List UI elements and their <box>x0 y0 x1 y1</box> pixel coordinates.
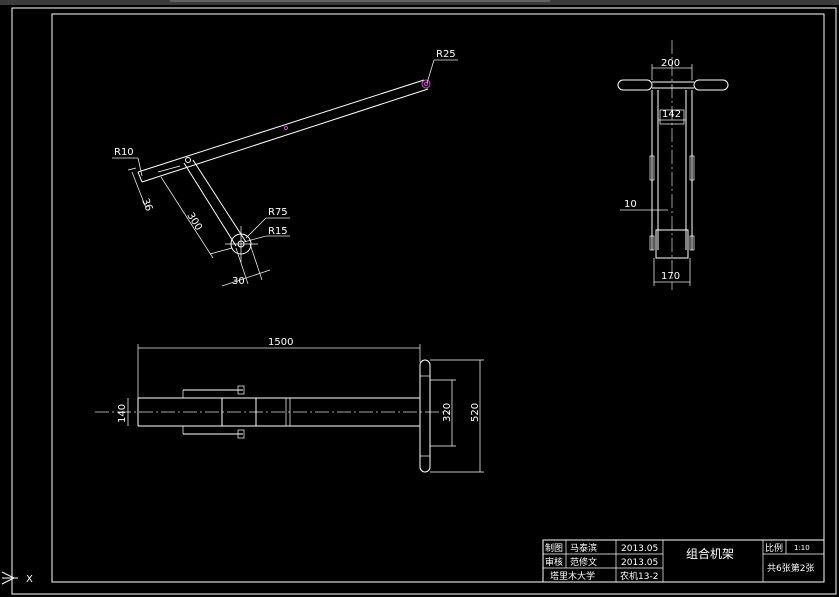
tb-sheet-info: 共6张第2张 <box>767 562 814 574</box>
dim-142-text: 142 <box>662 109 681 120</box>
dim-r75-text: R75 <box>268 207 288 218</box>
tb-date-draw: 2013.05 <box>621 544 658 554</box>
dim-300-line <box>160 176 214 259</box>
dim-300-text: 300 <box>184 211 203 233</box>
dim-1500-text: 1500 <box>268 337 293 348</box>
tb-role-check: 审核 <box>545 556 563 568</box>
outer-frame <box>11 7 837 595</box>
tb-scale-value: 1:10 <box>794 544 810 552</box>
tb-class: 农机13-2 <box>620 570 658 582</box>
pivot-upper <box>185 157 191 163</box>
dim-r10-text: R10 <box>114 147 134 158</box>
left-grip <box>617 79 653 91</box>
front-wheel <box>655 229 689 259</box>
dim-140-text: 140 <box>117 404 128 423</box>
top-wheel <box>221 397 257 427</box>
tb-school: 塔里木大学 <box>550 570 595 582</box>
front-view: 200 142 10 170 <box>617 40 729 290</box>
handle-bar-top-edge <box>137 79 425 173</box>
tb-role-draw: 制图 <box>545 542 563 554</box>
ucs-x-label: X <box>26 574 33 585</box>
ucs-icon: X <box>1 571 33 585</box>
handle-bar-left-end <box>137 171 143 183</box>
dim-10-text: 10 <box>624 199 637 210</box>
dim-30-text: 30 <box>232 276 245 287</box>
dim-320-text: 320 <box>442 403 453 422</box>
right-grip <box>693 79 729 91</box>
top-handle-bar <box>419 359 431 473</box>
tb-drawing-title: 组合机架 <box>686 546 734 561</box>
dim-170-text: 170 <box>661 271 680 282</box>
link-arm-edge-1 <box>183 162 237 247</box>
dim-200-text: 200 <box>661 58 680 69</box>
handle-mid-mark <box>284 126 288 130</box>
title-block: 制图 马泰滨 2013.05 审核 范修文 2013.05 塔里木大学 农机13… <box>542 539 825 583</box>
inner-frame <box>51 13 825 583</box>
handle-end-dot <box>424 82 428 86</box>
dim-r25-text: R25 <box>436 49 456 60</box>
tb-name-draw: 马泰滨 <box>570 542 597 554</box>
tb-name-check: 范修文 <box>570 556 597 568</box>
link-arm-edge-2 <box>192 159 247 243</box>
top-view: 1500 140 320 520 <box>95 337 484 473</box>
dim-520-text: 520 <box>470 403 481 422</box>
tb-scale-label: 比例 <box>765 542 783 554</box>
front-crossbar <box>659 109 685 125</box>
handle-end-circle <box>421 79 431 89</box>
dim-r15-text: R15 <box>268 226 288 237</box>
dim-36-text: 36 <box>139 197 154 213</box>
handle-bar-bottom-edge <box>141 88 429 183</box>
title-block-frame <box>542 539 825 583</box>
side-view: 300 R25 R10 36 R75 R15 30 <box>112 49 458 287</box>
tb-date-check: 2013.05 <box>621 558 658 568</box>
toolbar-strip <box>0 0 839 5</box>
